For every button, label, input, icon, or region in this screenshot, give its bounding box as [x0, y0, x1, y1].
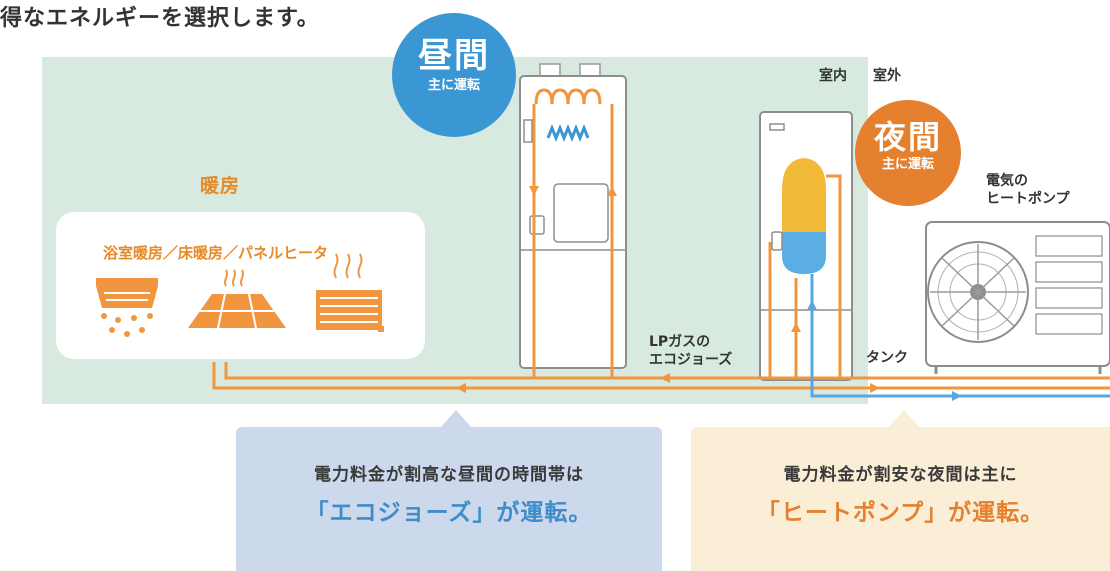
nighttime-badge: 夜間 主に運転: [855, 100, 961, 206]
nighttime-callout-line1: 電力料金が割安な夜間は主に: [783, 465, 1018, 485]
flow-arrows: [456, 186, 880, 393]
nighttime-badge-main: 夜間: [873, 118, 942, 156]
daytime-callout-line2: 「エコジョーズ」が運転。: [305, 500, 593, 526]
nighttime-callout-pointer: [888, 410, 920, 428]
nighttime-callout: 電力料金が割安な夜間は主に 「ヒートポンプ」が運転。: [691, 427, 1110, 571]
cold-water-pipe: [810, 274, 1110, 398]
fan-grille-icon: [927, 241, 1029, 343]
heating-subtitle: 浴室暖房／床暖房／パネルヒータ: [103, 244, 329, 262]
ecojozu-label-text: LPガスの エコジョーズ: [649, 334, 733, 368]
tank-unit: [759, 111, 853, 381]
daytime-callout-pointer: [440, 410, 472, 428]
bath-heater-icon: [96, 278, 158, 337]
ecojozu-unit: [519, 63, 627, 369]
heatpump-unit: [925, 221, 1110, 374]
nighttime-badge-sub: 主に運転: [881, 157, 934, 172]
cold-flow-arrows: [807, 300, 962, 401]
indoor-label: 室内: [819, 68, 847, 84]
daytime-callout: 電力料金が割高な昼間の時間帯は 「エコジョーズ」が運転。: [236, 427, 662, 571]
tank-label: タンク: [866, 350, 908, 366]
nighttime-callout-line2: 「ヒートポンプ」が運転。: [756, 500, 1045, 526]
heatpump-label: 電気の ヒートポンプ: [986, 172, 1110, 208]
outdoor-label: 室外: [873, 68, 901, 84]
floor-heating-icon: [188, 269, 286, 329]
top-caption: 得なエネルギーを選択します。: [0, 6, 320, 31]
heating-title: 暖房: [200, 175, 241, 197]
daytime-badge: 昼間 主に運転: [392, 13, 516, 137]
daytime-badge-sub: 主に運転: [427, 78, 480, 93]
daytime-badge-main: 昼間: [418, 36, 490, 76]
panel-heater-icon: [316, 253, 384, 332]
daytime-callout-line1: 電力料金が割高な昼間の時間帯は: [314, 465, 584, 485]
heatpump-label-text: 電気の ヒートポンプ: [986, 173, 1070, 207]
ecojozu-label: LPガスの エコジョーズ: [649, 333, 779, 369]
